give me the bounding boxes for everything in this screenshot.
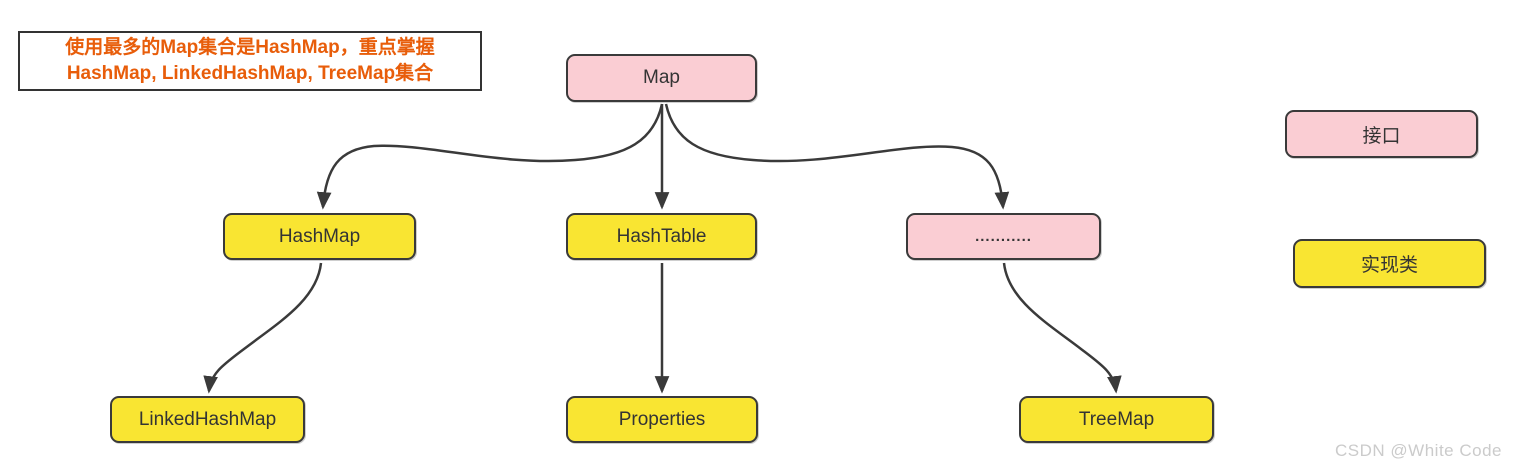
watermark: CSDN @White Code (1335, 441, 1502, 460)
annotation-note-line2: HashMap, LinkedHashMap, TreeMap集合 (66, 63, 434, 84)
legend-interface-label: 接口 (1362, 125, 1401, 147)
edge-map-others (664, 103, 1010, 210)
node-linkedhashmap: LinkedHashMap (110, 396, 305, 443)
legend-class-label: 实现类 (1360, 255, 1418, 276)
node-map: Map (566, 54, 757, 102)
legend-class: 实现类 (1293, 239, 1486, 288)
node-hashmap-label: HashMap (278, 225, 361, 247)
annotation-note: 使用最多的Map集合是HashMap，重点掌握 HashMap, LinkedH… (18, 31, 482, 91)
legend-interface: 接口 (1285, 110, 1478, 158)
node-hashtable-label: HashTable (616, 225, 707, 247)
node-properties: Properties (566, 396, 758, 443)
node-hashmap: HashMap (223, 213, 416, 260)
edge-others-treemap (1002, 262, 1122, 394)
annotation-note-line1: 使用最多的Map集合是HashMap，重点掌握 (65, 37, 435, 58)
node-others: ........... (906, 213, 1101, 260)
edge-map-hashmap (316, 103, 664, 210)
node-map-label: Map (643, 67, 680, 88)
node-treemap: TreeMap (1019, 396, 1214, 443)
node-others-label: ........... (975, 228, 1032, 245)
node-linkedhashmap-label: LinkedHashMap (138, 408, 277, 430)
node-properties-label: Properties (618, 408, 706, 430)
node-treemap-label: TreeMap (1078, 408, 1155, 430)
node-hashtable: HashTable (566, 213, 757, 260)
edge-hashmap-linkedhashmap (203, 262, 323, 394)
